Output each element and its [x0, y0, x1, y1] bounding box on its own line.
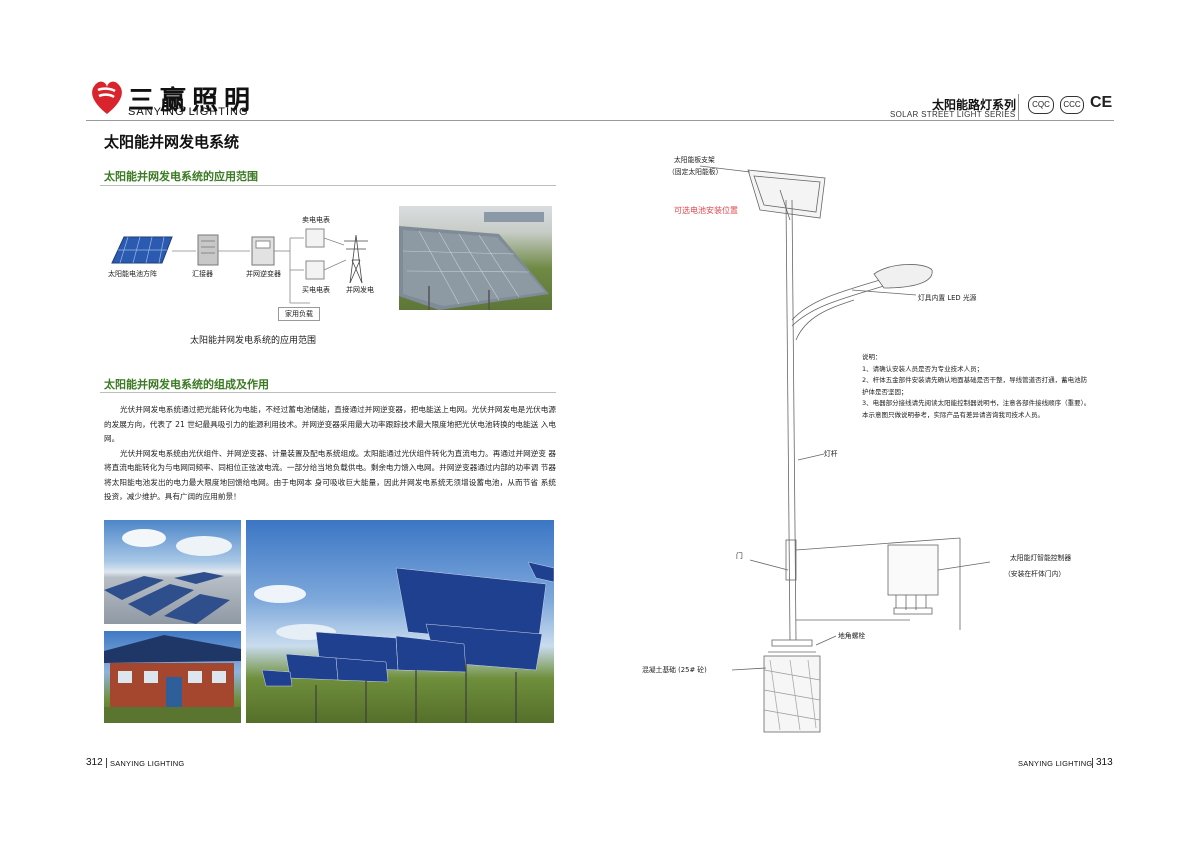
- rooftop-solar-photo: [104, 520, 241, 624]
- body-text: 光伏并网发电系统通过把光能转化为电能，不经过蓄电池储能，直接通过并网逆变器，把电…: [104, 403, 556, 505]
- label-grid: 并网发电: [346, 286, 374, 294]
- section-title-composition: 太阳能并网发电系统的组成及作用: [104, 378, 269, 391]
- solar-field-photo: [399, 206, 552, 310]
- header-separator: [1018, 94, 1019, 120]
- label-controller: 太阳能灯智能控制器: [1010, 554, 1072, 562]
- inverter-icon: [251, 236, 275, 266]
- series-title-en: SOLAR STREET LIGHT SERIES: [890, 110, 1016, 119]
- header-rule: [86, 120, 1114, 121]
- label-solar-array: 太阳能电池方阵: [108, 270, 157, 278]
- optional-battery-note: 可选电池安装位置: [674, 206, 738, 215]
- note-item: 3、电器部分接线请先阅读太阳能控制器说明书，注意各部件接线顺序（重要）。: [862, 399, 1091, 407]
- paragraph-2: 光伏并网发电系统由光伏组件、并网逆变器、计量装置及配电系统组成。太阳能通过光伏组…: [104, 448, 556, 502]
- house-solar-roof-photo: [104, 631, 241, 723]
- label-buy-meter: 买电电表: [302, 286, 330, 294]
- note-item: 1、请确认安装人员是否为专业技术人员；: [862, 364, 984, 373]
- label-pole: 灯杆: [824, 450, 838, 458]
- left-footer-brand: SANYING LIGHTING: [110, 759, 185, 768]
- brand-name-cn: 三赢照明: [128, 86, 257, 116]
- left-page-number: 312: [86, 757, 103, 768]
- label-inverter: 并网逆变器: [246, 270, 281, 278]
- cqc-badge: CQC: [1028, 96, 1054, 114]
- footer-divider: [1092, 758, 1093, 768]
- street-light-drawing: [699, 165, 991, 733]
- label-controller-sub: （安装在杆体门内）: [1004, 570, 1066, 578]
- label-panel-bracket-sub: （固定太阳能板）: [668, 168, 723, 176]
- section-title-application: 太阳能并网发电系统的应用范围: [104, 170, 258, 183]
- street-light-diagram: 太阳能板支架 （固定太阳能板） 灯具内置 LED 光源 灯杆 门 太阳能灯智能控…: [640, 140, 1110, 740]
- note-item: 本示意图只做说明参考，实际产品有差异请咨询我司技术人员。: [862, 410, 1044, 419]
- sell-meter-icon: [305, 228, 325, 248]
- combiner-icon: [197, 234, 219, 266]
- section-rule: [100, 392, 556, 393]
- right-footer-brand: SANYING LIGHTING: [1018, 759, 1093, 768]
- label-lamp: 灯具内置 LED 光源: [918, 294, 977, 302]
- grid-system-diagram: 太阳能电池方阵 汇接器 并网逆变器 卖电电表 买电电表 并网发电 家用负载: [100, 205, 390, 325]
- solar-array-icon: [111, 236, 173, 264]
- installation-notes: 说明： 1、请确认安装人员是否为专业技术人员； 2、杆体五金部件安装请先确认地面…: [862, 352, 1092, 421]
- label-foundation: 混凝土基础 (25# 砼): [642, 666, 707, 674]
- paragraph-1: 光伏并网发电系统通过把光能转化为电能，不经过蓄电池储能，直接通过并网逆变器，把电…: [104, 405, 556, 443]
- brand-name-en: SANYING LIGHTING: [128, 106, 249, 118]
- buy-meter-icon: [305, 260, 325, 280]
- ccc-badge: CCC: [1060, 96, 1084, 114]
- label-panel-bracket: 太阳能板支架: [674, 156, 715, 164]
- page-title: 太阳能并网发电系统: [104, 133, 240, 151]
- brand-logo: [88, 74, 126, 118]
- label-anchor-bolt: 地角螺栓: [838, 632, 866, 640]
- notes-heading: 说明：: [862, 353, 882, 361]
- sanying-heart-logo-icon: [92, 81, 122, 114]
- section-rule: [100, 185, 556, 186]
- label-household-load: 家用负载: [278, 307, 320, 321]
- label-combiner: 汇接器: [192, 270, 213, 278]
- label-door: 门: [736, 552, 743, 560]
- solar-farm-photo: [246, 520, 554, 723]
- right-page-number: 313: [1096, 757, 1113, 768]
- ce-mark: CE: [1090, 94, 1113, 111]
- note-item: 2、杆体五金部件安装请先确认地面基础是否干整，导线管道否打通，蓄电池防护体是否坚…: [862, 376, 1088, 396]
- diagram-caption: 太阳能并网发电系统的应用范围: [190, 336, 317, 346]
- diagram-graphic: [111, 228, 368, 304]
- series-title-cn: 太阳能路灯系列: [932, 98, 1017, 112]
- footer-divider: [106, 758, 107, 768]
- label-sell-meter: 卖电电表: [302, 216, 330, 224]
- grid-tower-icon: [344, 234, 368, 284]
